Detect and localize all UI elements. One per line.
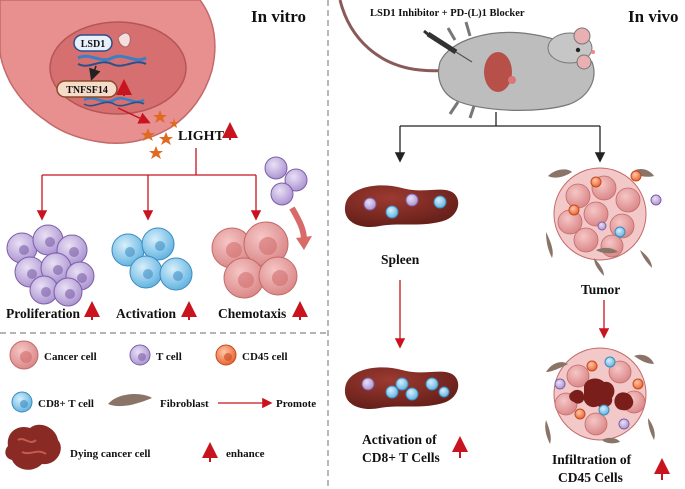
tnfsf14-label: TNFSF14 (66, 85, 108, 96)
spleen-before (344, 185, 459, 227)
large-cancer-cell: LSD1 TNFSF14 (0, 0, 216, 144)
legend-cancer-cell: Cancer cell (44, 351, 97, 363)
mouse-abdomen (484, 52, 512, 92)
in-vivo-title: In vivo (628, 7, 679, 26)
mouse-illustration (338, 0, 595, 119)
tumor-before (546, 167, 662, 276)
activation-label: Activation (116, 306, 176, 321)
light-molecules-icon (141, 110, 179, 159)
light-label: LIGHT (178, 129, 225, 144)
legend-enhance: enhance (226, 448, 265, 460)
branch-arrows (36, 148, 262, 221)
legend-fibroblast: Fibroblast (160, 398, 209, 410)
legend-promote: Promote (276, 398, 316, 410)
legend-dying-cancer-cell: Dying cancer cell (70, 448, 150, 460)
infiltration-line1: Infiltration of (552, 452, 632, 467)
mouse-ear (573, 27, 591, 45)
migrating-t-cells (264, 156, 308, 206)
legend: Cancer cell T cell CD45 cell CD8+ T cell… (5, 340, 316, 470)
treatment-label: LSD1 Inhibitor + PD-(L)1 Blocker (370, 8, 525, 19)
secretion-arrow (117, 107, 151, 124)
activation-line2: CD8+ T Cells (362, 450, 440, 465)
spleen-label: Spleen (381, 252, 420, 267)
tumor-label: Tumor (581, 282, 620, 297)
infiltration-line2: CD45 Cells (558, 470, 623, 485)
chemotaxis-label: Chemotaxis (218, 306, 286, 321)
vivo-branch-arrows (394, 112, 606, 163)
fibroblast-icon (108, 394, 152, 407)
proliferation-label: Proliferation (6, 306, 80, 321)
activation-line1: Activation of (362, 432, 437, 447)
chemotaxis-cancer-cell-cluster (211, 221, 298, 299)
proliferation-t-cell-cluster (6, 224, 95, 307)
legend-t-cell: T cell (156, 351, 182, 363)
activation-cd8-cell-cluster (111, 227, 193, 291)
dying-cancer-cell-icon (5, 424, 61, 470)
legend-cd8-t-cell: CD8+ T cell (38, 398, 94, 410)
legend-cd45-cell: CD45 cell (242, 351, 288, 363)
in-vitro-title: In vitro (251, 7, 306, 26)
spleen-activated (344, 367, 459, 409)
syringe-icon (455, 51, 473, 63)
dna-icon (77, 54, 147, 62)
tumor-site (508, 76, 516, 84)
nucleus (49, 21, 187, 115)
lsd1-badge (73, 34, 113, 52)
lsd1-label: LSD1 (81, 39, 105, 50)
tumor-infiltrated (545, 347, 655, 444)
chemotaxis-arrow (289, 206, 307, 241)
